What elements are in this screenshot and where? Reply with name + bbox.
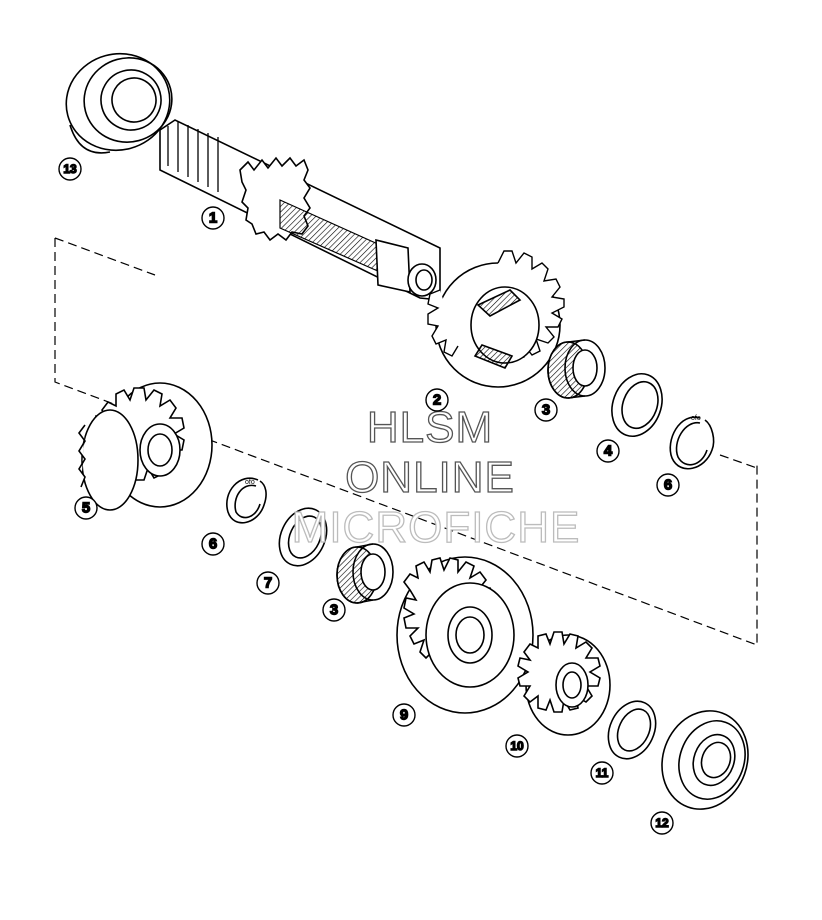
ball-bearing-13 [65, 52, 173, 154]
watermark-line1: HLSM [367, 403, 493, 452]
callout-10: 10 [505, 734, 529, 758]
callout-3b-label: 3 [330, 602, 338, 619]
callout-4: 4 [596, 439, 620, 463]
watermark-line3: MICROFICHE [292, 503, 581, 552]
ball-bearing-12 [661, 710, 749, 810]
main-shaft-1 [159, 119, 441, 301]
svg-text:ofo: ofo [691, 415, 701, 422]
callout-11: 11 [590, 761, 614, 785]
svg-text:ofo: ofo [245, 479, 255, 486]
callout-6b: 6 [201, 532, 225, 556]
callout-13: 13 [58, 157, 82, 181]
cluster-gear-5 [78, 382, 213, 511]
large-gear-9 [396, 556, 534, 714]
needle-bearing-3a [547, 339, 606, 399]
callout-2: 2 [425, 388, 449, 412]
callout-2-label: 2 [433, 392, 441, 409]
callout-1: 1 [201, 206, 225, 230]
gear-10 [517, 631, 611, 736]
callout-6a: 6 [656, 473, 680, 497]
circlip-6a: ofo [669, 415, 715, 470]
callout-4-label: 4 [604, 443, 613, 460]
watermark: HLSM ONLINE MICROFICHE [291, 402, 581, 552]
callout-9-label: 9 [400, 707, 408, 724]
circlip-6b: ofo [226, 477, 267, 524]
callout-3a-label: 3 [542, 402, 550, 419]
callouts: 13 1 2 3 4 6 5 6 7 3 9 10 11 12 [58, 157, 680, 835]
callout-6a-label: 6 [664, 477, 672, 494]
callout-5: 5 [74, 496, 98, 520]
gear-2 [427, 250, 565, 388]
callout-3b: 3 [322, 598, 346, 622]
callout-7-label: 7 [264, 575, 272, 592]
callout-12: 12 [650, 811, 674, 835]
needle-bearing-3b [336, 543, 394, 604]
callout-3a: 3 [534, 398, 558, 422]
assembly-guide-lines [54, 237, 758, 646]
watermark-line2: ONLINE [345, 453, 515, 502]
callout-13-label: 13 [63, 162, 77, 176]
callout-1-label: 1 [209, 210, 217, 227]
thrust-washer-7 [278, 507, 328, 567]
callout-10-label: 10 [510, 739, 524, 753]
callout-9: 9 [392, 703, 416, 727]
thrust-washer-11 [607, 700, 657, 760]
thrust-washer-4 [611, 373, 663, 437]
callout-11-label: 11 [596, 766, 609, 780]
callout-5-label: 5 [82, 500, 90, 517]
callout-7: 7 [256, 571, 280, 595]
callout-6b-label: 6 [209, 536, 217, 553]
callout-12-label: 12 [655, 816, 669, 830]
